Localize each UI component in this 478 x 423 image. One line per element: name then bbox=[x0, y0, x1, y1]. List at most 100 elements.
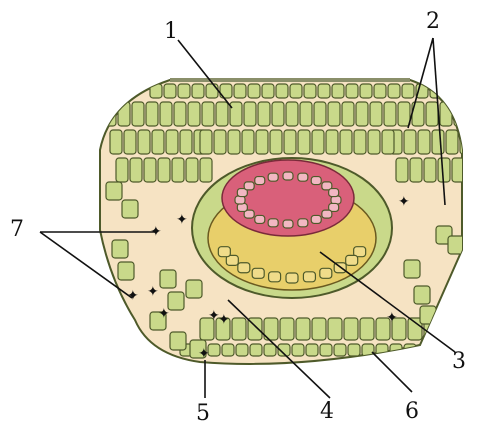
label-2: 2 bbox=[426, 9, 440, 34]
epidermis-cell bbox=[458, 84, 470, 98]
xylem-cell bbox=[283, 220, 293, 228]
palisade-cell bbox=[398, 102, 410, 126]
vascular-bundle bbox=[192, 158, 392, 298]
palisade-cell bbox=[180, 130, 192, 154]
lower-epidermis-cell bbox=[236, 344, 248, 356]
palisade-cell bbox=[446, 130, 458, 154]
palisade-cell bbox=[174, 102, 186, 126]
phloem-cell bbox=[346, 255, 358, 265]
palisade-cell bbox=[202, 102, 214, 126]
epidermis-cell bbox=[234, 84, 246, 98]
lower-mesophyll-cell bbox=[296, 318, 310, 340]
palisade-cell bbox=[404, 130, 416, 154]
palisade-cell bbox=[410, 158, 422, 182]
palisade-cell bbox=[258, 102, 270, 126]
palisade-cell bbox=[186, 158, 198, 182]
palisade-cell bbox=[200, 130, 212, 154]
palisade-cell bbox=[152, 130, 164, 154]
epidermis-cell bbox=[192, 84, 204, 98]
palisade-cell bbox=[270, 130, 282, 154]
xylem-cell bbox=[235, 196, 245, 204]
leader-6 bbox=[372, 352, 412, 392]
palisade-cell bbox=[214, 130, 226, 154]
palisade-cell bbox=[300, 102, 312, 126]
epidermis-cell bbox=[206, 84, 218, 98]
palisade-cell bbox=[418, 130, 430, 154]
palisade-cell bbox=[396, 158, 408, 182]
epidermis-cell bbox=[360, 84, 372, 98]
palisade-cell bbox=[284, 130, 296, 154]
epidermis-cell bbox=[276, 84, 288, 98]
palisade-cell bbox=[382, 130, 394, 154]
palisade-cell bbox=[286, 102, 298, 126]
palisade-cell bbox=[438, 158, 450, 182]
epidermis-cell bbox=[248, 84, 260, 98]
xylem-cell bbox=[298, 219, 308, 227]
palisade-cell bbox=[424, 158, 436, 182]
palisade-cell bbox=[166, 130, 178, 154]
lower-mesophyll-cell bbox=[360, 318, 374, 340]
lower-epidermis-cell bbox=[222, 344, 234, 356]
epidermis-cell bbox=[318, 84, 330, 98]
palisade-cell bbox=[110, 130, 122, 154]
phloem-cell bbox=[218, 247, 230, 257]
epidermis-cell bbox=[290, 84, 302, 98]
stoma-mark-10: ✦ bbox=[398, 194, 410, 210]
stoma-mark-7: ✦ bbox=[218, 312, 230, 328]
palisade-cell bbox=[384, 102, 396, 126]
epidermis-cell bbox=[304, 84, 316, 98]
xylem-cell bbox=[268, 219, 278, 227]
palisade-cell bbox=[172, 158, 184, 182]
palisade-cell bbox=[116, 158, 128, 182]
palisade-cell bbox=[244, 102, 256, 126]
palisade-cell bbox=[368, 130, 380, 154]
palisade-cell bbox=[146, 102, 158, 126]
stoma-mark-9: ✦ bbox=[386, 310, 398, 326]
lower-epidermis-cell bbox=[306, 344, 318, 356]
xylem-cell bbox=[237, 203, 247, 211]
lower-mesophyll-cell bbox=[328, 318, 342, 340]
xylem-cell bbox=[283, 172, 293, 180]
palisade-cell bbox=[354, 130, 366, 154]
palisade-cell bbox=[356, 102, 368, 126]
palisade-cell bbox=[468, 102, 478, 126]
epidermis-cell bbox=[374, 84, 386, 98]
label-7: 7 bbox=[10, 217, 24, 242]
palisade-cell bbox=[132, 102, 144, 126]
palisade-cell bbox=[256, 130, 268, 154]
label-4: 4 bbox=[320, 399, 334, 423]
lower-mesophyll-cell bbox=[344, 318, 358, 340]
xylem-cell bbox=[255, 215, 265, 223]
upper-epidermis bbox=[150, 84, 470, 98]
phloem-cell bbox=[252, 268, 264, 278]
palisade-cell bbox=[326, 130, 338, 154]
phloem-cell bbox=[303, 272, 315, 282]
stoma-mark-4: ✦ bbox=[147, 284, 159, 300]
lower-epidermis-cell bbox=[264, 344, 276, 356]
palisade-cell bbox=[216, 102, 228, 126]
spongy-cell bbox=[168, 292, 184, 310]
palisade-cell bbox=[242, 130, 254, 154]
lower-epidermis-cell bbox=[250, 344, 262, 356]
palisade-cell bbox=[466, 158, 478, 182]
spongy-cell bbox=[122, 200, 138, 218]
xylem-cell bbox=[331, 196, 341, 204]
palisade-cell bbox=[124, 130, 136, 154]
phloem-cell bbox=[286, 273, 298, 283]
epidermis-cell bbox=[332, 84, 344, 98]
palisade-cell bbox=[230, 102, 242, 126]
epidermis-cell bbox=[178, 84, 190, 98]
palisade-cell bbox=[160, 102, 172, 126]
palisade-cell bbox=[272, 102, 284, 126]
label-5: 5 bbox=[196, 401, 210, 423]
xylem-cell bbox=[329, 189, 339, 197]
lower-epidermis-cell bbox=[376, 344, 388, 356]
spongy-cell bbox=[160, 270, 176, 288]
lower-epidermis-cell bbox=[334, 344, 346, 356]
lower-epidermis-cell bbox=[348, 344, 360, 356]
palisade-cell bbox=[370, 102, 382, 126]
palisade-cell bbox=[328, 102, 340, 126]
palisade-cell bbox=[314, 102, 326, 126]
palisade-cell bbox=[228, 130, 240, 154]
